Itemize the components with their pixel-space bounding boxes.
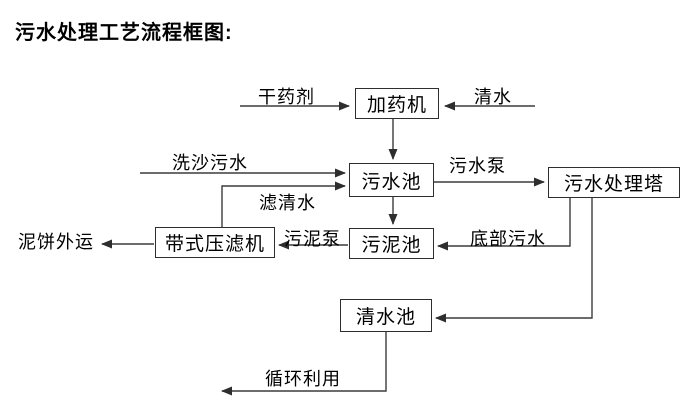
flow-label-sand-wash-sewage: 洗沙污水 xyxy=(172,153,248,173)
flow-label-filtered-water: 滤清水 xyxy=(259,193,316,213)
box-clear-water-pool: 清水池 xyxy=(340,299,432,332)
flow-label-clear-water-in: 清水 xyxy=(474,87,512,107)
flow-label-sludge-pump: 污泥泵 xyxy=(284,229,341,249)
flow-label-bottom-sewage: 底部污水 xyxy=(470,229,546,249)
box-sludge-pool: 污泥池 xyxy=(349,228,434,259)
flow-label-mud-cake-out: 泥饼外运 xyxy=(18,232,94,252)
box-sewage-pool: 污水池 xyxy=(349,163,434,197)
arrow-tower-to-clear xyxy=(435,198,593,323)
arrow-recycle xyxy=(221,332,387,396)
box-treatment-tower: 污水处理塔 xyxy=(548,167,680,198)
box-belt-filter-press: 带式压滤机 xyxy=(155,227,275,258)
flow-label-dry-agent: 干药剂 xyxy=(258,87,315,107)
page-title: 污水处理工艺流程框图: xyxy=(15,22,233,44)
arrow-bottom-sewage xyxy=(437,198,571,251)
arrow-filtered-water xyxy=(221,181,346,227)
flow-label-sewage-pump: 污水泵 xyxy=(449,156,506,176)
box-dosing-machine: 加药机 xyxy=(355,88,439,119)
flow-label-recycle-use: 循环利用 xyxy=(265,369,341,389)
